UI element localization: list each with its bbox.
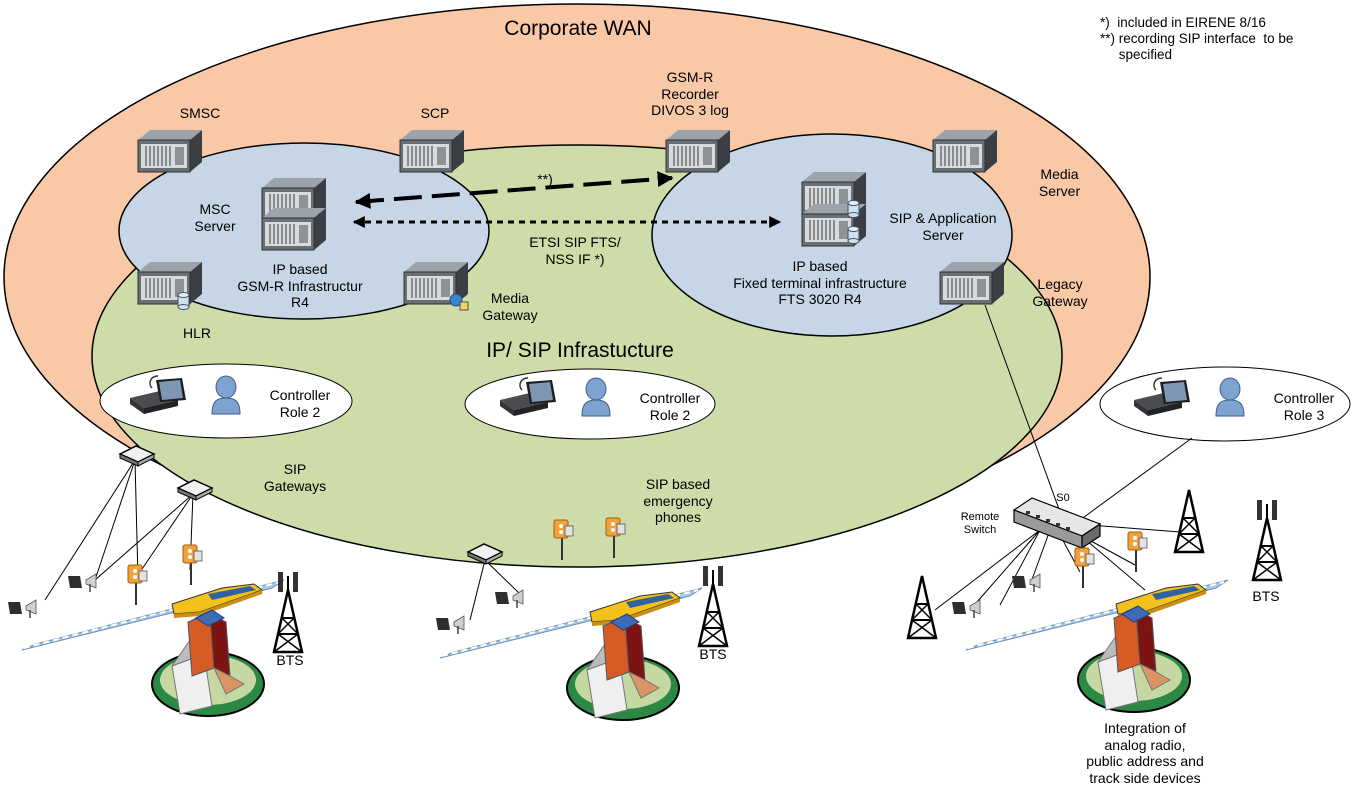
train-track-icon-2 bbox=[439, 587, 703, 659]
bts-label-2: BTS bbox=[699, 646, 727, 662]
speaker-icon-4 bbox=[494, 589, 524, 609]
sip-emergency-phones-label: SIP based emergency phones bbox=[643, 476, 713, 525]
hlr-label: HLR bbox=[182, 325, 211, 341]
speaker-icon-6 bbox=[1011, 573, 1041, 593]
scp-server-icon bbox=[399, 129, 465, 173]
station-building-icon-3 bbox=[1077, 605, 1191, 713]
recorder-server-icon bbox=[665, 129, 731, 173]
signal-phone-icon-2 bbox=[182, 544, 203, 586]
remote-switch-label: Remote Switch bbox=[960, 511, 1000, 536]
remote-bts-tower-icon-2 bbox=[906, 574, 938, 640]
bts-label-1: BTS bbox=[276, 652, 304, 668]
integration-label: Integration of analog radio, public addr… bbox=[1086, 720, 1204, 786]
train-track-icon-1 bbox=[21, 579, 285, 651]
sip-app-server-label: SIP & Application Server bbox=[889, 210, 997, 243]
media-gateway-label: Media Gateway bbox=[482, 290, 538, 323]
media-server-label: Media Server bbox=[1038, 166, 1081, 199]
legacy-gateway-label: Legacy Gateway bbox=[1032, 276, 1088, 309]
footnote-2: **) recording SIP interface to be bbox=[1100, 31, 1294, 46]
recording-interface-arrow bbox=[354, 171, 674, 209]
remote-bts-tower-icon-1 bbox=[1173, 488, 1205, 554]
speaker-icon-5 bbox=[951, 599, 981, 619]
bts-tower-icon-2 bbox=[699, 566, 727, 646]
bts-tower-icon-1 bbox=[274, 572, 302, 652]
smsc-server-icon bbox=[137, 129, 203, 173]
smsc-label: SMSC bbox=[179, 105, 221, 121]
msc-server-icon-bottom bbox=[261, 207, 327, 251]
speaker-icon-3 bbox=[435, 615, 465, 635]
corporate-wan-label: Corporate WAN bbox=[504, 17, 652, 40]
controller-label-2: Controller Role 2 bbox=[639, 390, 701, 423]
footnote-1: *) included in EIRENE 8/16 bbox=[1100, 15, 1266, 30]
train-track-icon-3 bbox=[965, 579, 1229, 651]
speaker-icon-1 bbox=[7, 599, 37, 619]
s0-label: S0 bbox=[1056, 492, 1070, 504]
fts-infrastructure-label: IP based Fixed terminal infrastructure F… bbox=[733, 258, 907, 307]
etsi-interface-label: ETSI SIP FTS/ NSS IF *) bbox=[529, 234, 621, 267]
gsmr-recorder-label: GSM-R Recorder DIVOS 3 log bbox=[651, 69, 729, 118]
msc-server-label: MSC Server bbox=[194, 201, 236, 234]
remote-switch-lines bbox=[934, 524, 1181, 611]
bts-label-3: BTS bbox=[1252, 588, 1280, 604]
gsmr-infrastructure-label: IP based GSM-R Infrastructur R4 bbox=[237, 261, 363, 310]
station-building-icon-1 bbox=[151, 609, 265, 717]
hlr-server-icon bbox=[137, 261, 203, 305]
scp-label: SCP bbox=[420, 105, 450, 121]
sip-gateway-lines-left bbox=[44, 459, 194, 601]
speaker-icon-2 bbox=[67, 573, 97, 593]
signal-phone-icon-1 bbox=[127, 564, 148, 606]
footnote-3: specified bbox=[1100, 47, 1173, 62]
station-building-icon-2 bbox=[566, 613, 680, 721]
globe-icon bbox=[449, 293, 463, 307]
controller-label-1: Controller Role 2 bbox=[269, 387, 331, 420]
bts-tower-icon-3 bbox=[1253, 500, 1281, 580]
hlr-database-icon bbox=[177, 292, 190, 310]
footnotes: *) included in EIRENE 8/16 **) recording… bbox=[1100, 15, 1293, 63]
media-server-icon bbox=[932, 129, 998, 173]
recording-interface-label: **) bbox=[537, 171, 553, 187]
controller-label-3: Controller Role 3 bbox=[1273, 390, 1335, 423]
sip-app-database-icon-1 bbox=[847, 200, 860, 218]
sip-app-database-icon-2 bbox=[847, 226, 860, 244]
signal-phone-icon-3 bbox=[1127, 531, 1148, 573]
sip-gateways-label: SIP Gateways bbox=[263, 461, 327, 494]
legacy-gateway-server-icon bbox=[939, 261, 1005, 305]
ip-sip-infrastructure-label: IP/ SIP Infrastucture bbox=[486, 339, 674, 362]
remote-switch-icon bbox=[1012, 497, 1102, 550]
